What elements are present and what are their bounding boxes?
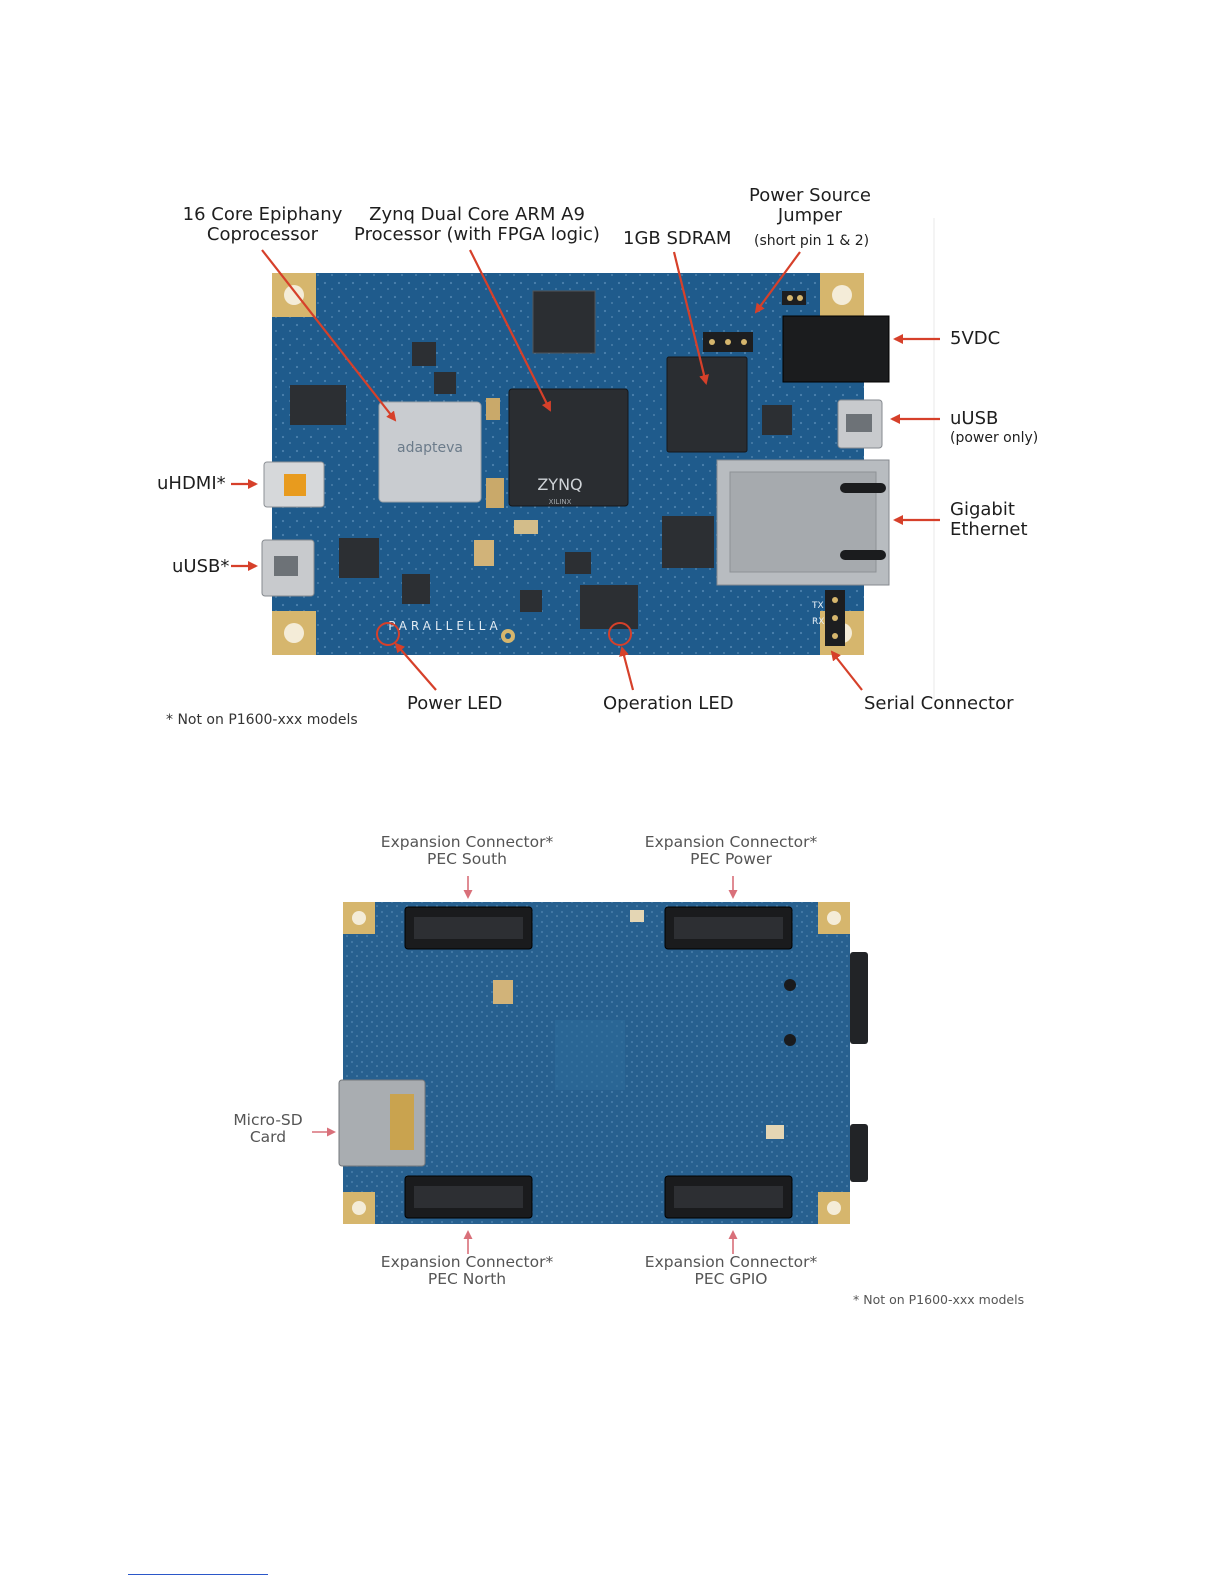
top-footnote: * Not on P1600-xxx models [166,712,358,728]
uusb-left-port [274,556,298,576]
pec-north-connector [404,1175,533,1219]
power-led-marker [376,622,400,646]
ic-small [520,590,542,612]
label-power-led: Power LED [407,693,503,714]
rx-silk: RX [812,617,824,627]
side-connector [850,952,868,1044]
label-epiphany: 16 Core Epiphany Coprocessor [182,204,343,246]
tx-silk: TX [811,601,824,611]
ic-small [339,538,379,578]
capacitor [514,520,538,534]
ic-small [412,342,436,366]
label-pec-south: Expansion Connector* PEC South [380,833,554,869]
qfp-chip [532,290,596,354]
side-connector [850,1124,868,1182]
zynq-logo-text: ZYNQ [537,475,582,494]
label-operation-led: Operation LED [603,693,734,714]
label-serial-connector: Serial Connector [864,693,1014,714]
ic-small [580,585,638,629]
label-micro-sd: Micro-SD Card [233,1111,303,1147]
arrow-operation-led [619,646,635,691]
label-uhdmi: uHDMI* [157,473,226,494]
pcb-top: adapteva ZYNQ XILINX [261,273,890,655]
ic-small [402,574,430,604]
label-uusb-right: uUSB [950,408,999,429]
epiphany-chip [378,401,482,503]
pec-power-connector [664,906,793,950]
operation-led-marker [608,622,632,646]
capacitor [486,478,504,508]
ic-small [434,372,456,394]
label-5vdc: 5VDC [950,328,1001,349]
pcb-bottom [338,902,868,1224]
uhdmi-tab [284,474,306,496]
label-zynq: Zynq Dual Core ARM A9 Processor (with FP… [354,204,600,246]
pec-south-connector [404,906,533,950]
arrow-power-jumper [754,251,801,314]
label-pec-power: Expansion Connector* PEC Power [644,833,818,869]
power-jack [782,315,890,383]
label-uusb-left: uUSB* [172,556,230,577]
ic-small [662,516,714,568]
footer-rule [128,1574,268,1575]
pec-gpio-connector [664,1175,793,1219]
label-power-source: Power Source Jumper [749,185,871,227]
board-name-silk: PARALLELLA [388,619,502,633]
arrow-sdram [672,251,709,385]
xilinx-logo-text: XILINX [549,498,572,506]
arrow-epiphany [261,249,397,422]
top-arrows [231,249,940,691]
zynq-chip [508,388,629,507]
bottom-arrows [312,876,738,1254]
capacitor [486,398,500,420]
ic-small [565,552,591,574]
ic-small [762,405,792,435]
label-pec-north: Expansion Connector* PEC North [380,1253,554,1289]
arrow-zynq [469,249,551,412]
epiphany-logo-text: adapteva [397,440,463,456]
label-sdram: 1GB SDRAM [623,228,732,249]
label-pec-gpio: Expansion Connector* PEC GPIO [644,1253,818,1289]
capacitor [474,540,494,566]
bottom-footnote: * Not on P1600-xxx models [853,1292,1025,1307]
arrow-power-led [394,642,437,691]
ic-small [290,385,346,425]
uusb-right-port [846,414,872,432]
label-ethernet: Gigabit Ethernet [950,499,1028,541]
sdram-chip [666,356,748,453]
arrow-serial [830,650,863,691]
label-power-source-note: (short pin 1 & 2) [754,233,870,249]
label-uusb-right-note: (power only) [950,430,1039,446]
